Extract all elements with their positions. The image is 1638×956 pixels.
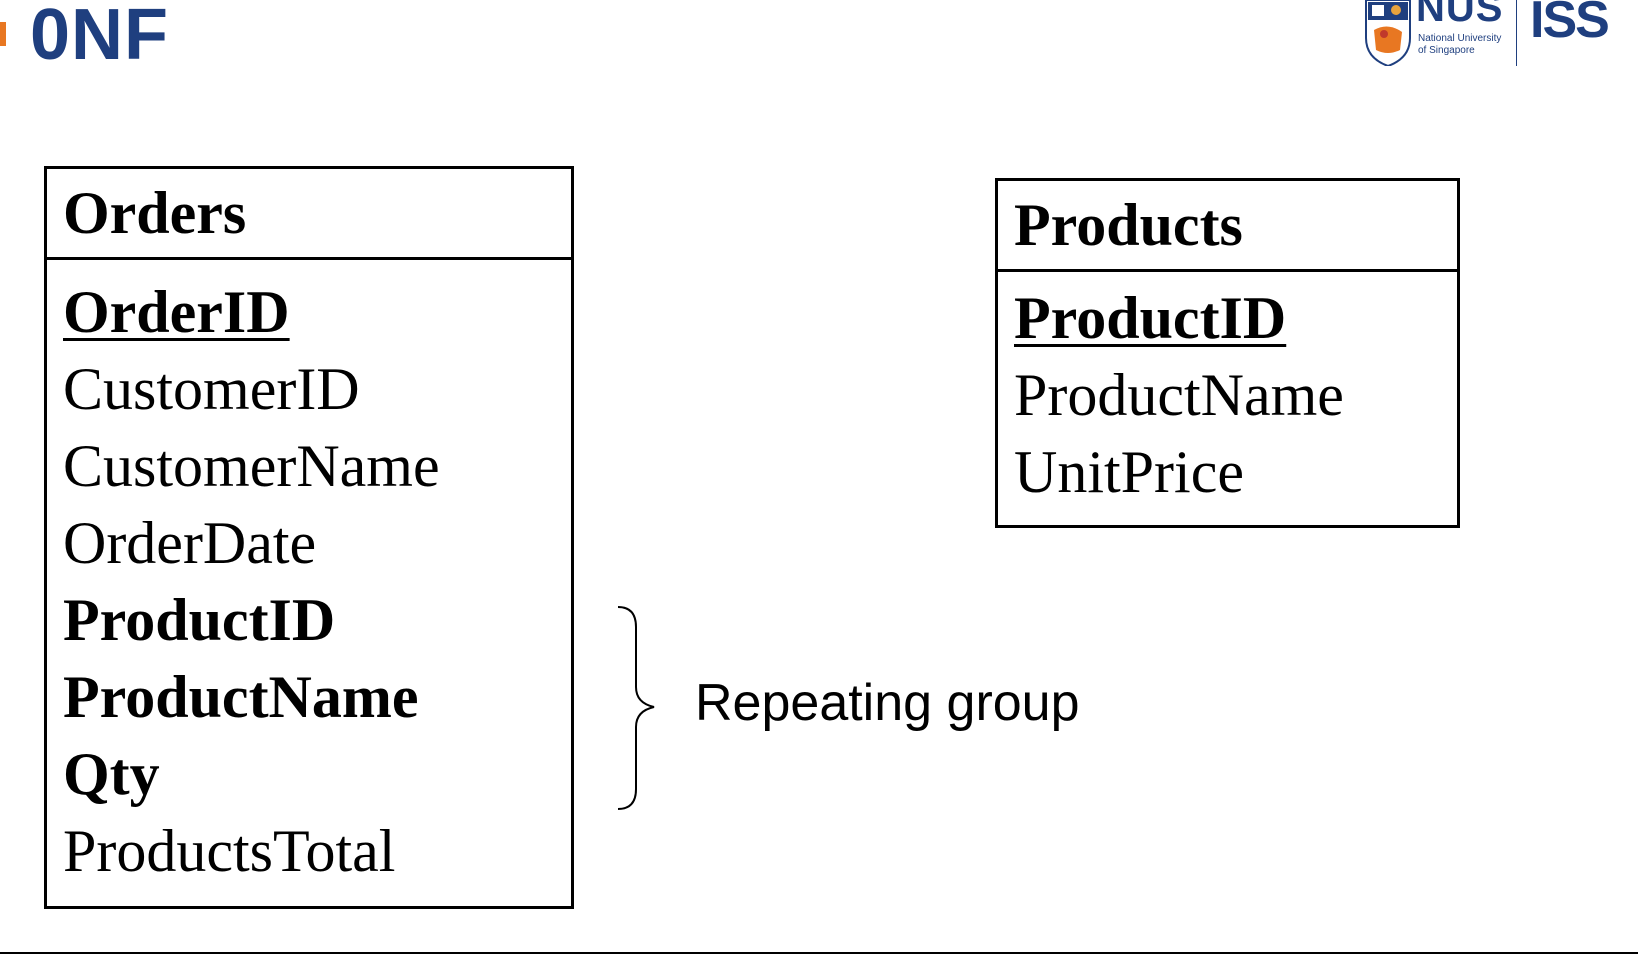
orders-attribute-list: OrderID CustomerID CustomerName OrderDat… (47, 260, 571, 890)
repeating-group-label: Repeating group (695, 674, 1080, 732)
orders-attr-productstotal: ProductsTotal (63, 818, 396, 884)
title-accent-bar (0, 22, 6, 46)
logo-area: NUS National University of Singapore ISS (1364, 0, 1638, 70)
nus-subtitle-line1: National University (1418, 33, 1502, 44)
orders-attr-orderid: OrderID (63, 279, 290, 345)
products-attr-productid: ProductID (1014, 285, 1287, 351)
iss-logo-text: ISS (1530, 0, 1610, 49)
orders-attr-qty: Qty (63, 741, 160, 807)
nus-logo-subtitle: National University of Singapore (1418, 33, 1501, 57)
products-entity-box: Products ProductID ProductName UnitPrice (995, 178, 1460, 528)
orders-attr-productid: ProductID (63, 587, 336, 653)
bottom-divider (0, 952, 1638, 954)
logo-divider (1516, 0, 1517, 66)
products-attribute-list: ProductID ProductName UnitPrice (998, 272, 1457, 511)
products-attr-productname: ProductName (1014, 362, 1344, 428)
orders-entity-box: Orders OrderID CustomerID CustomerName O… (44, 166, 574, 909)
orders-entity-title: Orders (47, 169, 571, 260)
repeating-group-brace (617, 606, 655, 810)
products-attr-unitprice: UnitPrice (1014, 439, 1244, 505)
products-entity-title: Products (998, 181, 1457, 272)
orders-attr-orderdate: OrderDate (63, 510, 317, 576)
nus-crest-icon (1365, 0, 1411, 66)
nus-subtitle-line2: of Singapore (1418, 45, 1475, 56)
nus-logo-text: NUS (1416, 0, 1504, 30)
orders-attr-customername: CustomerName (63, 433, 440, 499)
orders-attr-productname: ProductName (63, 664, 419, 730)
slide-title: 0NF (30, 0, 170, 75)
orders-attr-customerid: CustomerID (63, 356, 360, 422)
